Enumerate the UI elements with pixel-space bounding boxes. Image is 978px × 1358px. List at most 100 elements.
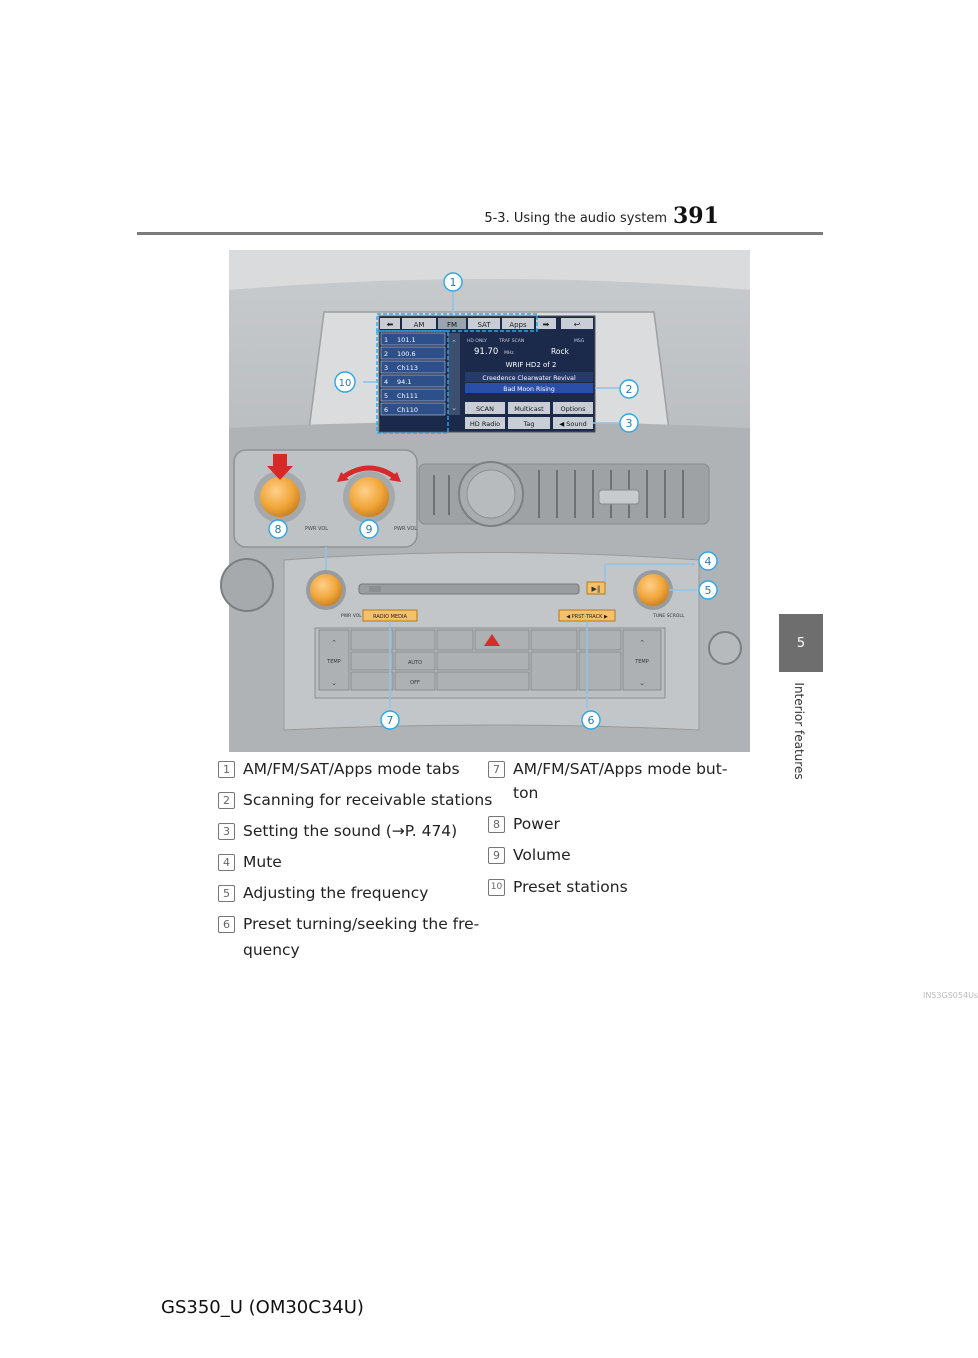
- callout-6: 6: [588, 714, 595, 727]
- tab-am[interactable]: [402, 318, 436, 329]
- frequency-display: 91.70: [474, 347, 498, 357]
- svg-text:OFF: OFF: [410, 680, 420, 686]
- page-number: 391: [673, 203, 719, 229]
- svg-text:MSG: MSG: [574, 338, 585, 344]
- svg-text:PWR VOL: PWR VOL: [305, 526, 328, 532]
- model-footer: GS350_U (OM30C34U): [161, 1297, 364, 1318]
- callout-1: 1: [450, 276, 457, 289]
- hd-radio-button[interactable]: [465, 417, 505, 429]
- preset-list: 1 101.1 2 100.6 3 Ch113 4 94.1 5 Ch111 6…: [380, 332, 446, 416]
- svg-text:1: 1: [384, 336, 388, 344]
- preset-4[interactable]: [380, 374, 446, 388]
- svg-text:TRAF SCAN: TRAF SCAN: [498, 338, 524, 344]
- svg-text:⌄: ⌄: [639, 679, 645, 687]
- svg-text:Options: Options: [560, 405, 586, 413]
- climate-panel: TEMP TEMP AUTO OFF ⌃ ⌄ ⌃ ⌄: [314, 627, 666, 699]
- chapter-title-vertical: Interior features: [790, 676, 808, 786]
- svg-text:⬅: ⬅: [387, 320, 394, 329]
- svg-text:PWR VOL: PWR VOL: [341, 613, 362, 619]
- svg-text:5: 5: [384, 392, 388, 400]
- chapter-number: 5: [796, 635, 806, 651]
- preset-scrollbar[interactable]: [448, 333, 460, 415]
- volume-knob-inset: [349, 477, 389, 517]
- section-title: 5-3. Using the audio system: [484, 211, 667, 226]
- svg-text:⌄: ⌄: [331, 679, 337, 687]
- svg-text:Ch111: Ch111: [397, 392, 418, 400]
- station-display: WRIF HD2 of 2: [506, 361, 557, 369]
- svg-text:Multicast: Multicast: [514, 405, 544, 413]
- tab-fm[interactable]: [438, 318, 466, 329]
- sound-button[interactable]: [553, 417, 593, 429]
- chevron-down-icon[interactable]: ⌄: [451, 404, 457, 412]
- chapter-tab: 5: [779, 614, 823, 672]
- forward-arrow-icon[interactable]: [536, 318, 556, 329]
- svg-text:➡: ➡: [543, 320, 550, 329]
- genre-display: Rock: [551, 347, 570, 356]
- tune-scroll-knob: [637, 574, 669, 606]
- callout-lines: [325, 291, 697, 708]
- tab-apps-label: Apps: [509, 321, 527, 329]
- press-arrow-icon: [267, 454, 293, 480]
- audio-system-figure: ⬅ AM FM SAT Apps ➡ ↩ 1 101.1 2 100.6 3: [220, 250, 978, 1000]
- svg-text:TUNE SCROLL: TUNE SCROLL: [652, 613, 685, 619]
- tag-button[interactable]: [508, 417, 550, 429]
- preset-6[interactable]: [380, 402, 446, 416]
- svg-text:⌃: ⌃: [331, 639, 337, 647]
- svg-text:RADIO MEDIA: RADIO MEDIA: [373, 614, 407, 620]
- svg-text:◀ PRST·TRACK ▶: ◀ PRST·TRACK ▶: [566, 614, 608, 620]
- tabs-highlight: [376, 313, 538, 332]
- preset-3[interactable]: [380, 360, 446, 374]
- scan-button[interactable]: [465, 402, 505, 414]
- hazard-icon: [484, 634, 500, 646]
- svg-text:Ch113: Ch113: [397, 364, 418, 372]
- svg-text:TEMP: TEMP: [326, 659, 341, 665]
- callout-4: 4: [705, 555, 712, 568]
- options-button[interactable]: [553, 402, 593, 414]
- callout-markers: 1 2 3 4 5 6 7 8 9 10: [268, 272, 718, 730]
- svg-text:MHz: MHz: [504, 350, 514, 356]
- back-arrow-icon[interactable]: [380, 318, 400, 329]
- chapter-title: Interior features: [792, 682, 806, 780]
- callout-5: 5: [705, 584, 712, 597]
- tab-apps[interactable]: [502, 318, 534, 329]
- svg-text:HD ONLY: HD ONLY: [467, 338, 487, 344]
- power-knob-inset: [260, 477, 300, 517]
- multicast-button[interactable]: [508, 402, 550, 414]
- callout-2: 2: [626, 383, 633, 396]
- tab-sat[interactable]: [468, 318, 500, 329]
- svg-text:Tag: Tag: [522, 420, 534, 428]
- svg-text:94.1: 94.1: [397, 378, 411, 386]
- tab-fm-label: FM: [447, 321, 457, 329]
- svg-text:SCAN: SCAN: [476, 405, 494, 413]
- svg-text:Ch110: Ch110: [397, 406, 418, 414]
- figure-code: IN53GS054Us: [923, 991, 978, 1000]
- air-vents: [418, 461, 710, 527]
- svg-text:▶‖: ▶‖: [592, 585, 601, 593]
- callout-7: 7: [387, 714, 394, 727]
- rotate-arrow-icon: [340, 465, 398, 481]
- svg-text:AUTO: AUTO: [408, 660, 422, 666]
- svg-text:↩: ↩: [574, 320, 581, 329]
- preset-2[interactable]: [380, 346, 446, 360]
- callout-9: 9: [366, 523, 373, 536]
- callout-3: 3: [626, 417, 633, 430]
- svg-text:6: 6: [384, 406, 388, 414]
- tab-sat-label: SAT: [477, 321, 491, 329]
- return-button[interactable]: [561, 318, 593, 329]
- svg-text:PWR VOL: PWR VOL: [394, 526, 417, 532]
- svg-text:2: 2: [384, 350, 388, 358]
- callout-8: 8: [275, 523, 282, 536]
- svg-text:3: 3: [384, 364, 388, 372]
- preset-5[interactable]: [380, 388, 446, 402]
- svg-text:⌃: ⌃: [639, 639, 645, 647]
- callout-10: 10: [339, 378, 352, 389]
- mute-button: [586, 581, 606, 595]
- song-display: Bad Moon Rising: [503, 386, 555, 393]
- audio-screen: ⬅ AM FM SAT Apps ➡ ↩ 1 101.1 2 100.6 3: [378, 315, 596, 433]
- svg-text:100.6: 100.6: [397, 350, 416, 358]
- svg-text:TEMP: TEMP: [634, 659, 649, 665]
- chevron-up-icon[interactable]: ⌃: [451, 339, 457, 347]
- preset-1[interactable]: [380, 332, 446, 346]
- artist-display: Creedence Clearwater Revival: [482, 375, 576, 382]
- svg-text:HD Radio: HD Radio: [470, 420, 500, 428]
